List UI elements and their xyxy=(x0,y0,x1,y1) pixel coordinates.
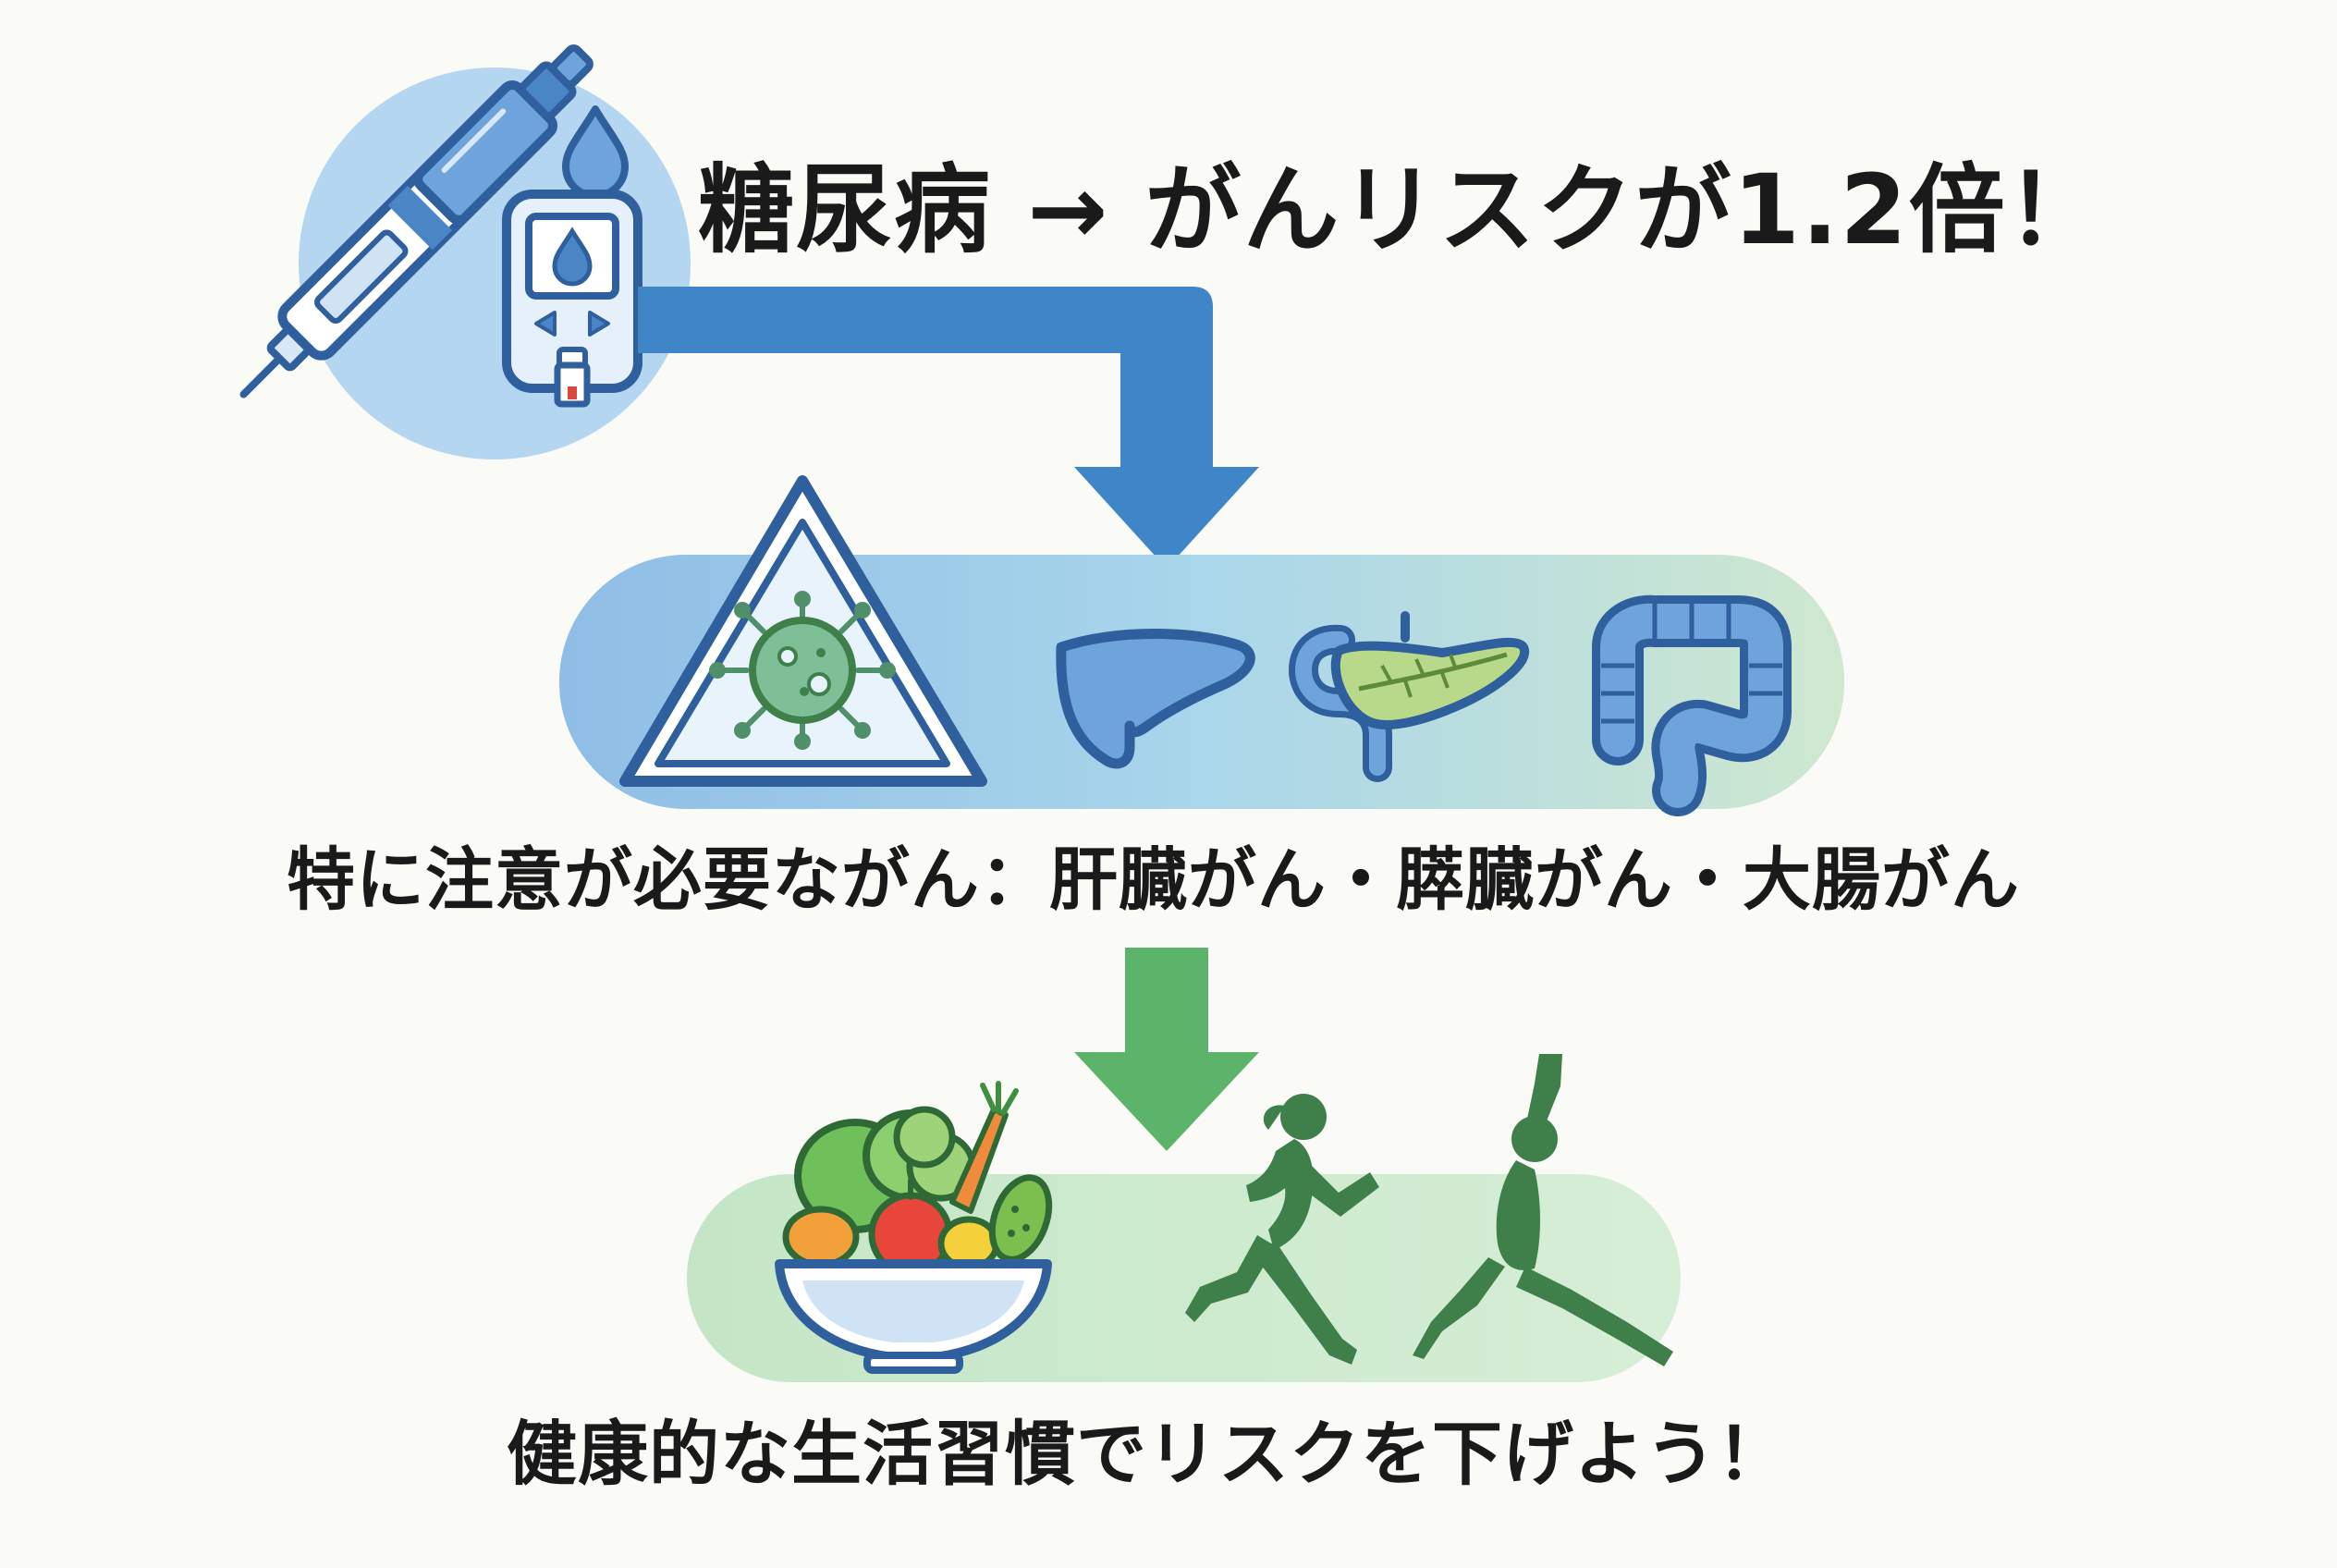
headline: 糖尿病 → がんリスクが1.2倍！ xyxy=(698,153,2105,266)
pancreas-icon xyxy=(1288,611,1530,782)
lifestyle-advice-text: 健康的な生活習慣でリスクを下げよう！ xyxy=(507,1413,1788,1495)
vegetable-bowl-icon xyxy=(775,1081,1053,1374)
liver-icon xyxy=(1056,629,1255,769)
risk-arrow xyxy=(638,287,1259,569)
insulin-pen-icon xyxy=(239,44,593,398)
warning-virus-icon xyxy=(619,475,987,787)
colon-icon xyxy=(1592,594,1792,816)
glucose-meter-icon xyxy=(502,190,642,408)
lifestyle-arrow xyxy=(1074,948,1259,1151)
cancer-warning-text: 特に注意が必要ながん：肝臓がん・膵臓がん・大腸がん xyxy=(287,840,2020,920)
running-person-icon xyxy=(1185,1094,1379,1365)
yoga-person-icon xyxy=(1413,1054,1673,1366)
